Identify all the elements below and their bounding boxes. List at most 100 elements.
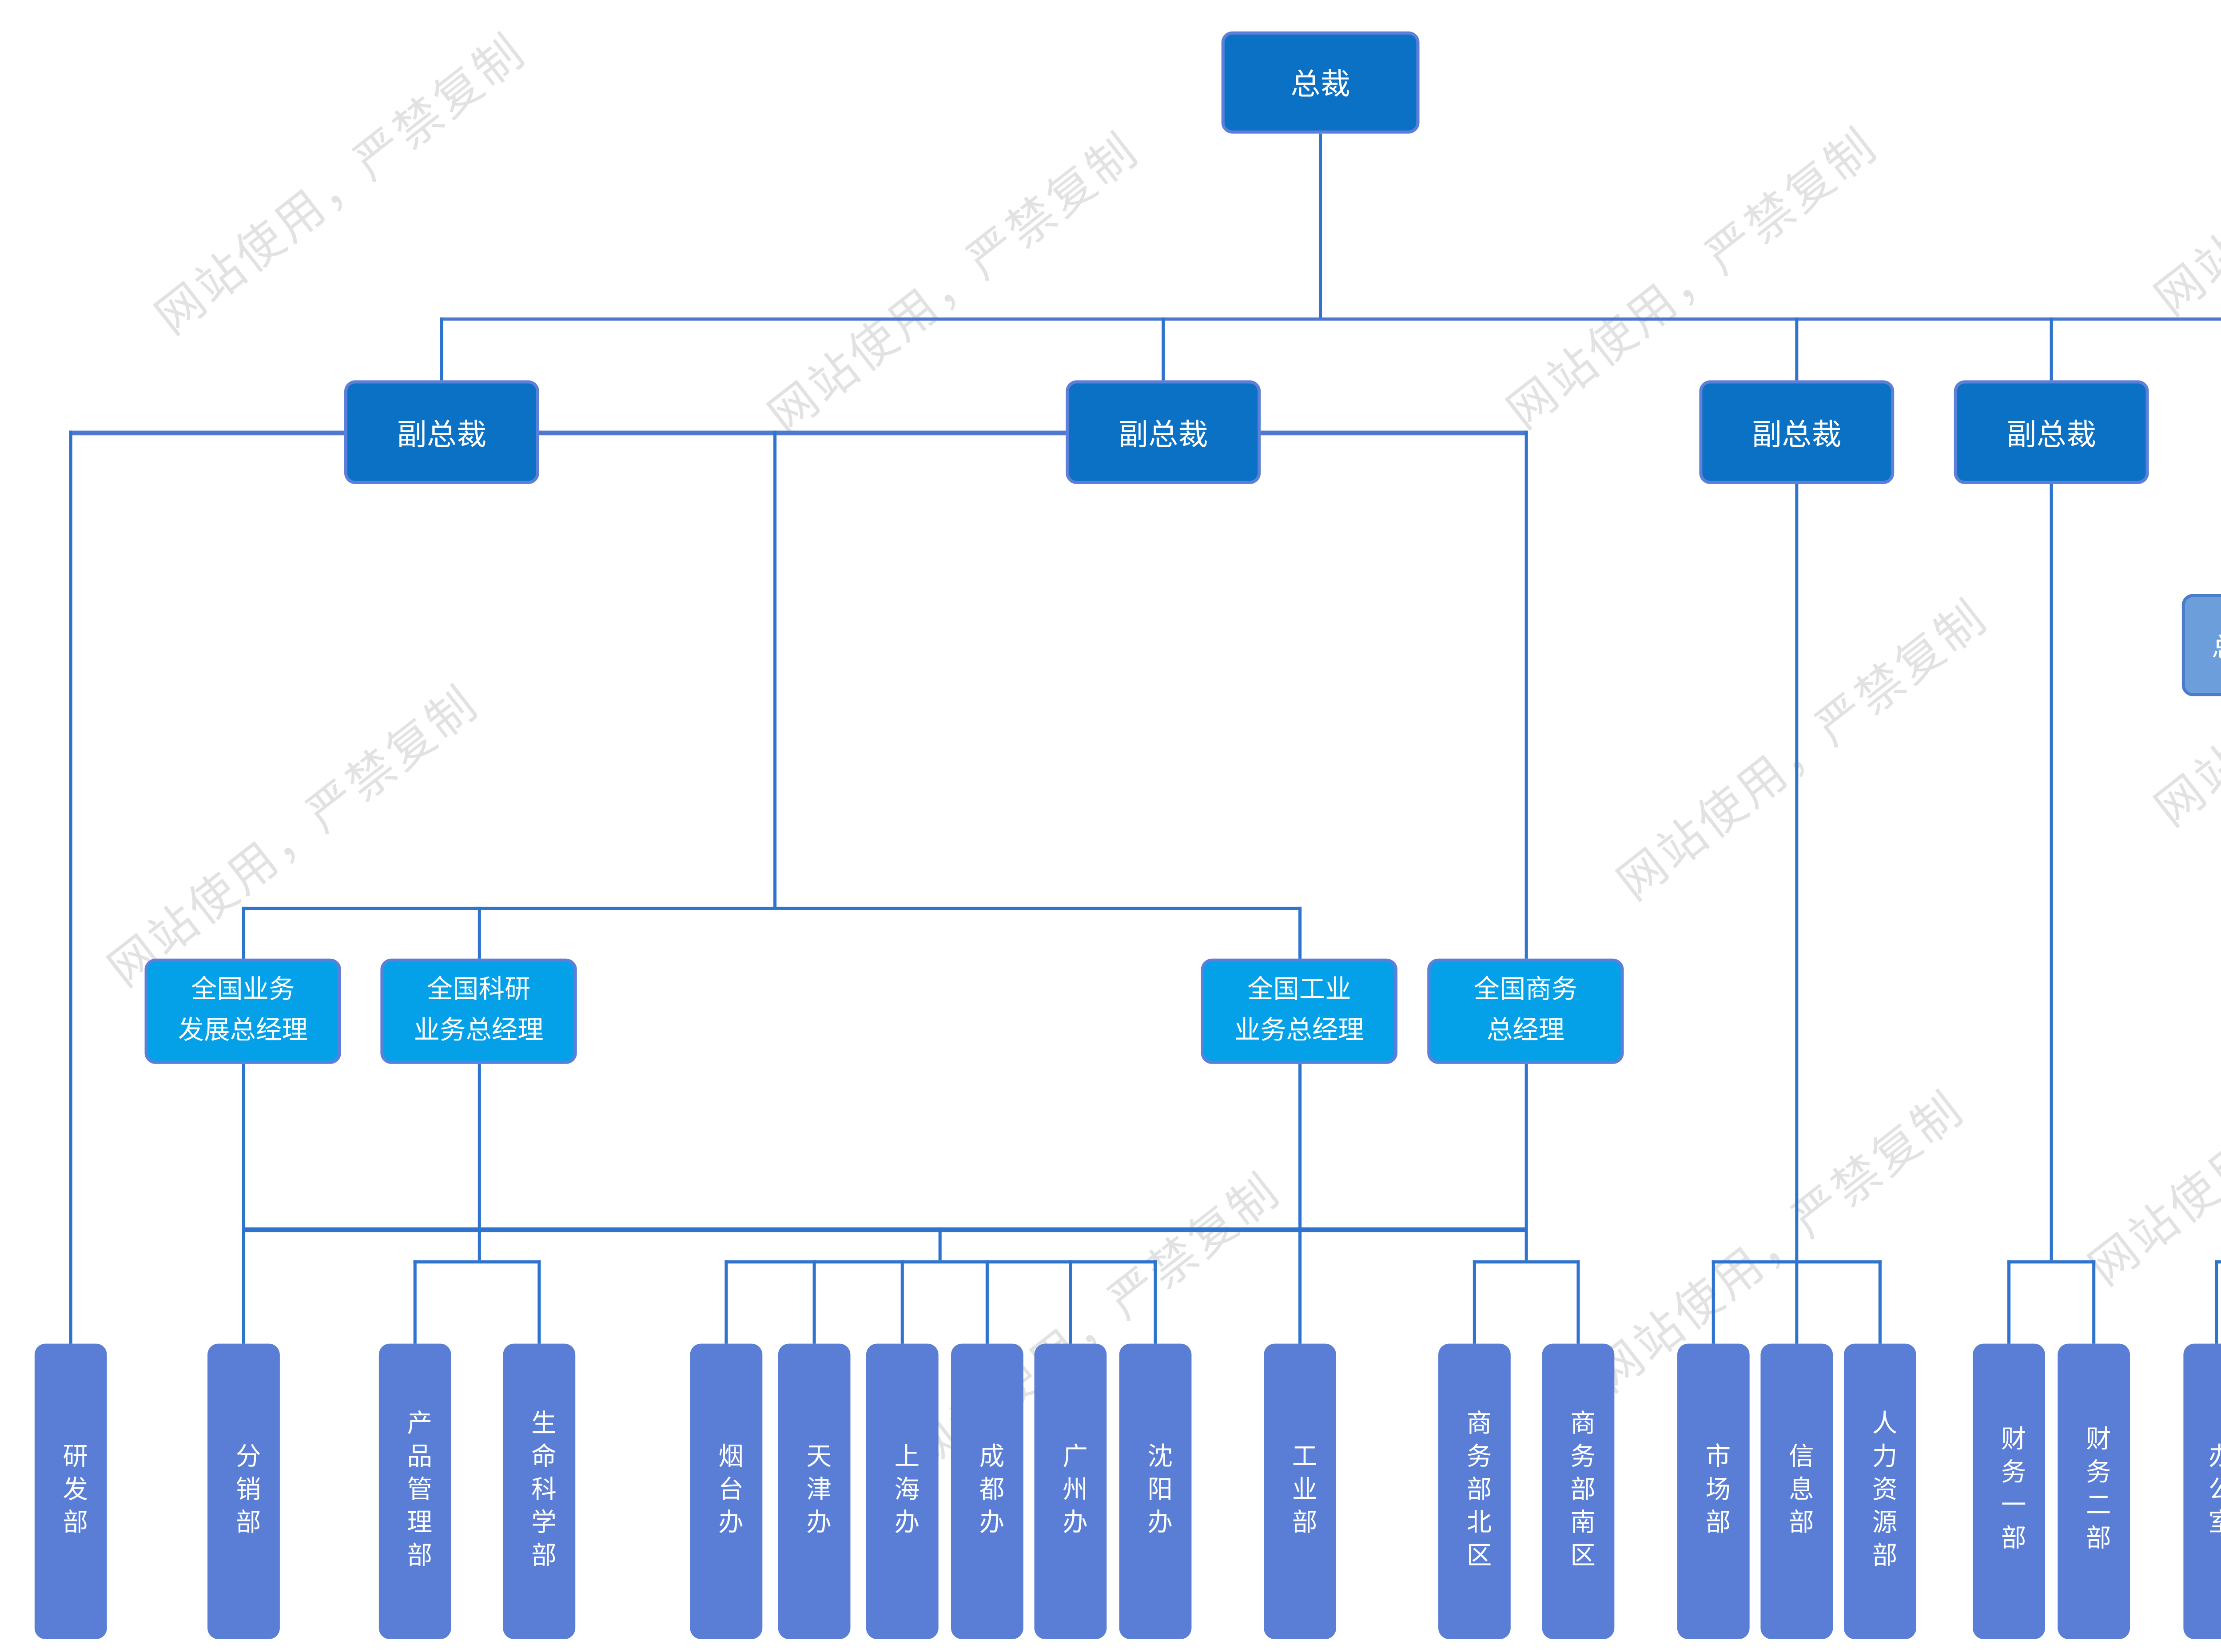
connector-line — [1319, 133, 1322, 319]
connector-line — [413, 1260, 541, 1264]
org-node-label: 办公室 — [2204, 1442, 2221, 1541]
org-node-label: 人力资源部 — [1867, 1409, 1895, 1574]
org-node-department: 烟台办 — [690, 1343, 763, 1639]
connector-line — [2092, 1260, 2096, 1344]
connector-line — [938, 1227, 942, 1261]
connector-line — [1795, 484, 1799, 1261]
org-node-department: 市场部 — [1677, 1343, 1750, 1639]
org-node-label: 总裁 — [1290, 69, 1350, 103]
org-node-department: 天津办 — [778, 1343, 851, 1639]
org-node-label: 商务部南区 — [1565, 1409, 1592, 1574]
org-node-label: 总裁助理 — [2212, 625, 2221, 664]
connector-line — [478, 1064, 481, 1261]
org-node-label-line2: 总经理 — [1486, 1016, 1564, 1044]
org-node-label: 研发部 — [58, 1442, 85, 1541]
org-node-label: 副总裁 — [2006, 419, 2096, 452]
org-node-label-line2: 发展总经理 — [178, 1016, 308, 1044]
org-node-label: 沈阳办 — [1142, 1442, 1170, 1541]
org-node-label: 市场部 — [1700, 1442, 1728, 1541]
org-node-department: 信息部 — [1760, 1343, 1833, 1639]
org-node-department: 产品管理部 — [378, 1343, 451, 1639]
org-node-manager-business-development: 全国业务 发展总经理 — [144, 958, 341, 1064]
connector-line — [1473, 1260, 1476, 1344]
connector-line — [242, 1064, 246, 1344]
connector-line — [900, 1260, 904, 1344]
org-node-label-line1: 全国商务 — [1473, 976, 1578, 1005]
org-node-label: 工业部 — [1287, 1442, 1314, 1541]
watermark-text: 网站使用，严禁复制 — [2080, 976, 2221, 1296]
connector-line — [1795, 1260, 1799, 1344]
org-node-president: 总裁 — [1221, 31, 1420, 134]
connector-line — [69, 430, 72, 1344]
org-node-department: 生命科学部 — [503, 1343, 576, 1639]
org-node-department: 上海办 — [866, 1343, 939, 1639]
org-node-label: 副总裁 — [1751, 419, 1842, 452]
connector-line — [1298, 906, 1302, 959]
connector-line — [812, 1260, 816, 1344]
connector-line — [1878, 1260, 1882, 1344]
org-node-manager-industry: 全国工业 业务总经理 — [1201, 958, 1397, 1064]
org-node-label: 财务一部 — [1996, 1425, 2023, 1557]
org-node-department: 广州办 — [1034, 1343, 1107, 1639]
org-node-department: 沈阳办 — [1119, 1343, 1192, 1639]
connector-line — [2007, 1260, 2096, 1264]
org-node-vice-president-2: 副总裁 — [1066, 380, 1261, 484]
connector-line — [1712, 1260, 1715, 1344]
org-node-vice-president-3: 副总裁 — [1699, 380, 1895, 484]
connector-line — [773, 430, 777, 909]
org-node-assistant: 总裁助理 — [2181, 594, 2221, 696]
connector-line — [242, 906, 1302, 910]
org-node-manager-research: 全国科研 业务总经理 — [380, 958, 577, 1064]
org-node-label-line1: 全国工业 — [1247, 976, 1351, 1005]
org-node-label: 商务部北区 — [1462, 1409, 1489, 1574]
org-node-department: 商务部北区 — [1438, 1343, 1511, 1639]
connector-line — [1298, 1064, 1302, 1344]
connector-line — [1473, 1260, 1580, 1264]
connector-line — [2050, 484, 2053, 1261]
org-node-label-line1: 全国业务 — [191, 976, 295, 1005]
org-node-label: 烟台办 — [713, 1442, 740, 1541]
watermark-text: 网站使用，严禁复制 — [100, 677, 489, 997]
org-node-label: 副总裁 — [1118, 419, 1208, 452]
org-node-label: 上海办 — [889, 1442, 917, 1541]
org-node-label: 生命科学部 — [526, 1409, 553, 1574]
connector-line — [478, 906, 481, 959]
connector-line — [2215, 1260, 2218, 1344]
connector-line — [413, 1260, 417, 1344]
watermark-text: 网站使用，严禁复制 — [2146, 6, 2221, 326]
connector-line — [2050, 317, 2053, 381]
org-node-label: 天津办 — [801, 1442, 828, 1541]
connector-line — [69, 430, 344, 436]
org-node-department: 研发部 — [34, 1343, 107, 1639]
connector-line — [1154, 1260, 1157, 1344]
org-node-department: 办公室 — [2183, 1343, 2221, 1639]
org-node-label: 广州办 — [1058, 1442, 1085, 1541]
connector-line — [724, 1260, 1157, 1264]
connector-line — [1261, 430, 1527, 436]
connector-line — [539, 430, 1066, 436]
org-node-department: 人力资源部 — [1844, 1343, 1916, 1639]
org-node-vice-president-1: 副总裁 — [344, 380, 539, 484]
connector-line — [1576, 1260, 1580, 1344]
org-node-label: 信息部 — [1784, 1442, 1811, 1541]
connector-line — [985, 1260, 989, 1344]
org-node-label-line1: 全国科研 — [426, 976, 531, 1005]
connector-line — [1069, 1260, 1072, 1344]
org-node-department: 分销部 — [207, 1343, 280, 1639]
connector-line — [537, 1260, 541, 1344]
org-node-vice-president-4: 副总裁 — [1954, 380, 2149, 484]
org-node-label-line2: 业务总经理 — [414, 1016, 544, 1044]
connector-line — [242, 906, 246, 959]
connector-line — [1524, 1064, 1528, 1261]
connector-line — [1524, 430, 1528, 959]
org-node-department: 财务二部 — [2058, 1343, 2130, 1639]
connector-line — [724, 1260, 728, 1344]
org-node-label: 财务二部 — [2081, 1425, 2108, 1557]
org-node-label: 分销部 — [231, 1442, 258, 1541]
watermark-text: 网站使用，严禁复制 — [147, 25, 536, 345]
connector-line — [1795, 317, 1799, 381]
org-node-department: 财务一部 — [1973, 1343, 2045, 1639]
org-node-label: 成都办 — [975, 1442, 1002, 1541]
org-node-label: 产品管理部 — [402, 1409, 430, 1574]
